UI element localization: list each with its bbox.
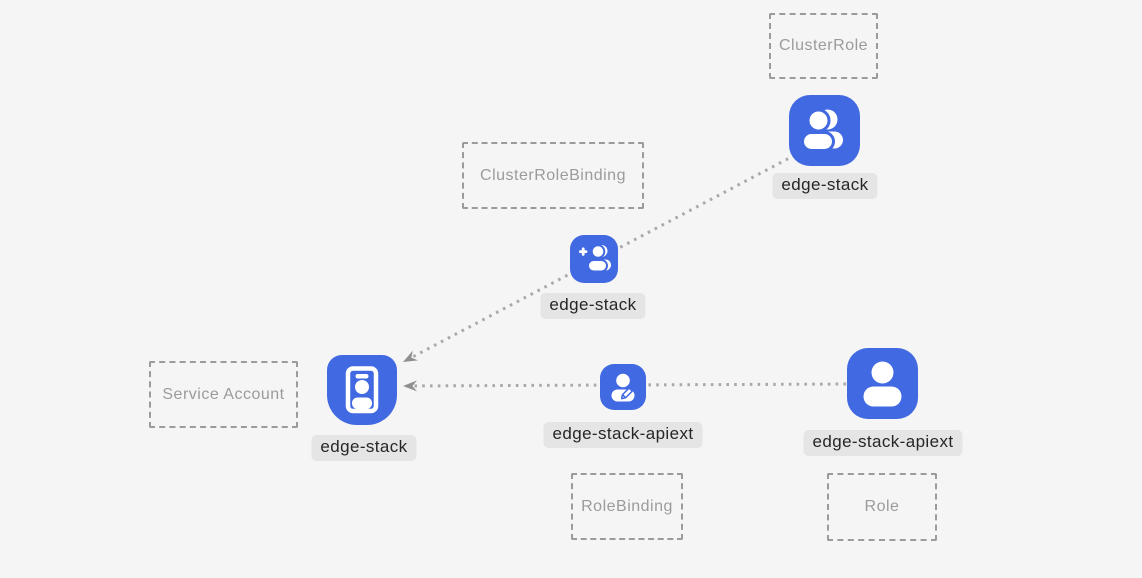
type-box-role: Role (827, 473, 937, 541)
node-label-rolebinding: edge-stack-apiext (543, 422, 703, 448)
type-box-label: RoleBinding (581, 497, 673, 515)
type-box-clusterrole: ClusterRole (769, 13, 878, 79)
node-label-role: edge-stack-apiext (803, 430, 963, 456)
type-box-label: ClusterRole (778, 37, 869, 54)
node-label-clusterrole: edge-stack (772, 173, 878, 199)
type-box-serviceaccount: Service Account (149, 361, 298, 428)
type-box-label: ClusterRoleBinding (480, 166, 626, 184)
user-edit-icon (611, 373, 635, 402)
id-badge-icon (345, 366, 379, 414)
node-role-edge-stack-apiext (847, 348, 918, 419)
type-box-rolebinding: RoleBinding (571, 473, 683, 540)
type-box-label: Service Account (162, 385, 285, 403)
node-clusterrolebinding-edge-stack (570, 235, 618, 283)
user-icon (863, 361, 902, 407)
node-serviceaccount-edge-stack (327, 355, 397, 425)
node-label-clusterrolebinding: edge-stack (540, 293, 646, 319)
node-rolebinding-edge-stack-apiext (600, 364, 646, 410)
type-box-clusterrolebinding: ClusterRoleBinding (462, 142, 644, 209)
node-label-serviceaccount: edge-stack (311, 435, 417, 461)
node-clusterrole-edge-stack (789, 95, 860, 166)
users-icon (801, 108, 843, 152)
user-plus-icon (579, 244, 611, 273)
type-box-label: Role (864, 498, 900, 515)
